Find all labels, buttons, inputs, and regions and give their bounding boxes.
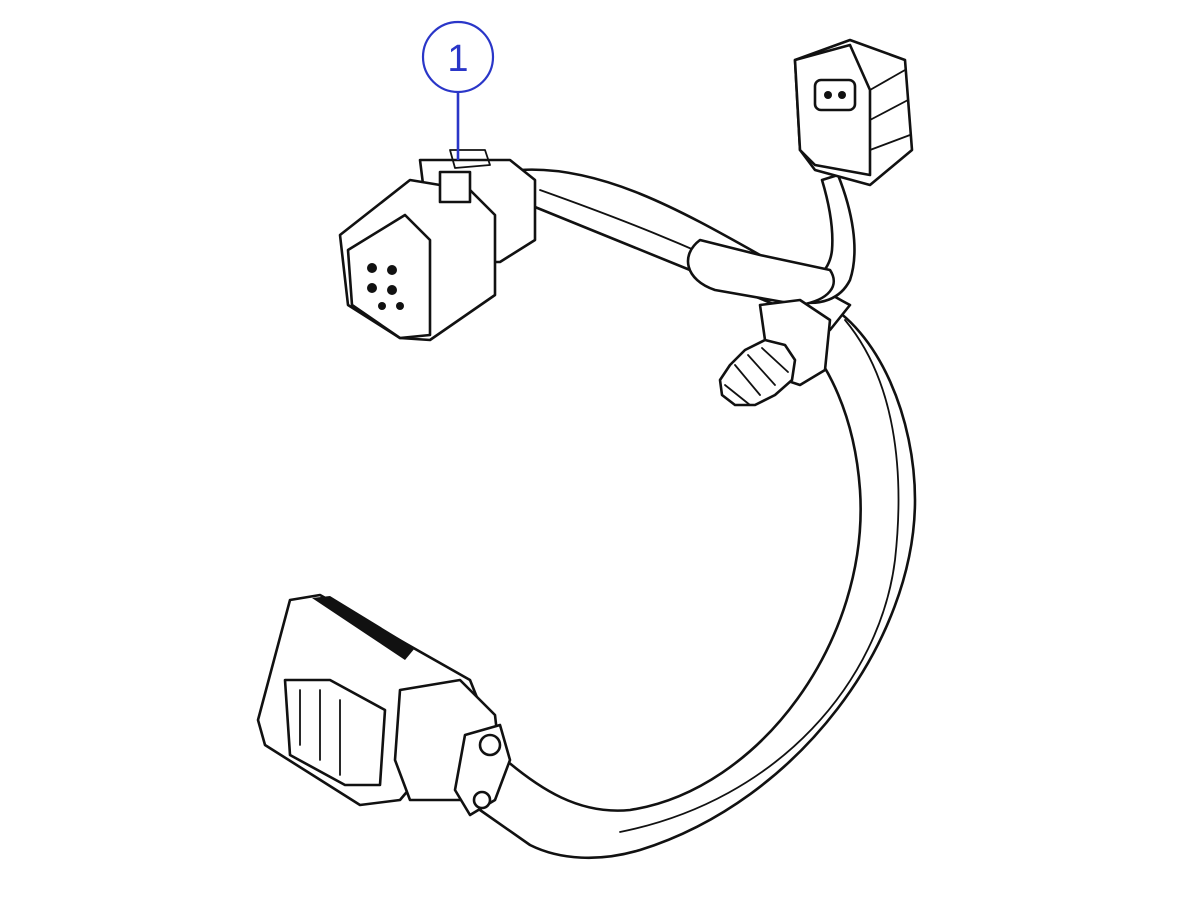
main-cable bbox=[478, 298, 917, 860]
callout-1-label: 1 bbox=[447, 38, 468, 80]
connector-bottom bbox=[256, 593, 512, 817]
callout-1: 1 bbox=[421, 20, 495, 160]
push-pin-clip bbox=[718, 298, 832, 407]
connector-6-pin bbox=[338, 149, 537, 342]
cable-sleeve bbox=[686, 238, 835, 307]
connector-3-pin bbox=[793, 38, 914, 187]
